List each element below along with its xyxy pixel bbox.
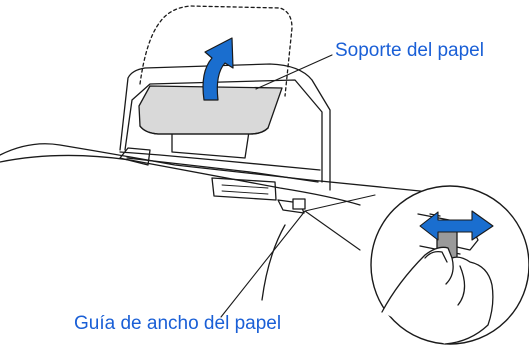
width-guide-tab: [292, 198, 306, 210]
support-leader-line: [255, 54, 333, 90]
support-housing: [119, 63, 331, 191]
slide-arrow-icon: [419, 210, 494, 241]
guide-leader-lines: [220, 194, 376, 318]
paper-support-edge: [139, 125, 269, 135]
machine-body: [0, 143, 431, 301]
lift-arrow-icon: [202, 37, 234, 101]
feed-rollers: [119, 147, 305, 214]
paper-support-extended: [139, 5, 293, 97]
feed-roller-teeth: [221, 184, 269, 195]
paper-support-label: Soporte del papel: [335, 40, 484, 61]
magnified-hand: [381, 246, 494, 345]
paper-width-guide-label: Guía de ancho del papel: [74, 313, 282, 334]
